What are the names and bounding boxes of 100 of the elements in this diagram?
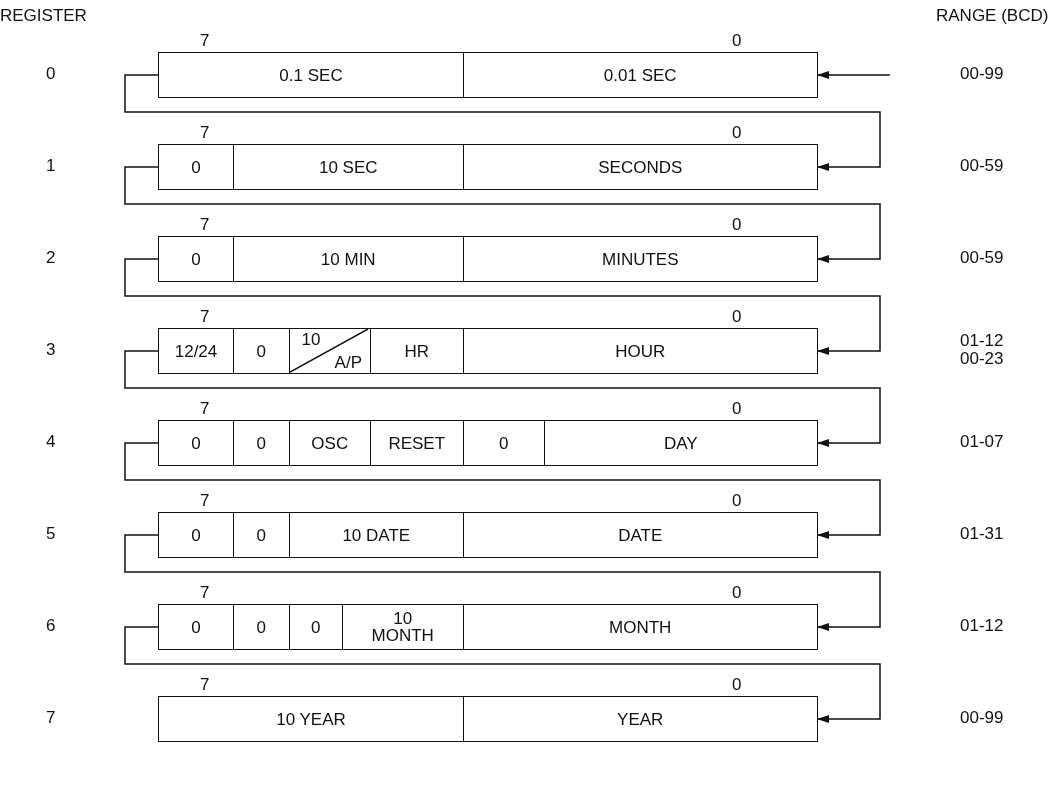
arrow [124,258,881,355]
arrow [124,350,881,447]
register-field [232,236,464,282]
field-label: DATE [618,526,663,544]
register-field [369,328,464,374]
field-label: HOUR [615,342,666,360]
field-label: HR [404,342,430,360]
field-label: 10 MONTH [371,610,434,644]
register-field [158,604,234,650]
field-label: 10 DATE [342,526,411,544]
field-label: 10 SEC [318,158,378,176]
bit-number: 7 [200,123,210,143]
bit-number: 0 [732,491,742,511]
range-value: 00-59 [960,156,1004,176]
bit-number: 0 [732,215,742,235]
bit-number: 7 [200,307,210,327]
register-field [462,52,818,98]
bit-number: 7 [200,675,210,695]
register-field [462,696,818,742]
register-number: 3 [46,340,56,360]
register-field [232,144,464,190]
register-number: 2 [46,248,56,268]
field-label: YEAR [617,710,664,728]
column-heading: REGISTER [0,6,87,26]
register-field [288,604,343,650]
field-label: 0 [191,434,201,452]
range-value: 00-99 [960,708,1004,728]
field-label: 0 [191,158,201,176]
arrow [124,534,881,631]
field-label: 0 [191,526,201,544]
bit-number: 0 [732,675,742,695]
register-field [232,512,290,558]
register-field [158,52,464,98]
register-field [158,696,464,742]
arrow [124,626,881,723]
register-field [462,512,818,558]
register-field [462,328,818,374]
bit-number: 0 [732,399,742,419]
field-label: 0 [311,618,321,636]
register-field [341,604,464,650]
bit-number: 7 [200,215,210,235]
field-label: 0 [191,618,201,636]
bit-number: 7 [200,31,210,51]
field-label: 0 [191,250,201,268]
range-value: 01-31 [960,524,1004,544]
bit-number: 7 [200,583,210,603]
column-heading: RANGE (BCD) [936,6,1049,26]
field-label: 0 [256,526,266,544]
register-field [158,236,234,282]
field-label: DAY [663,434,698,452]
arrow [124,442,881,539]
field-label: MONTH [609,618,672,636]
range-value: 01-12 [960,331,1004,351]
field-label: MINUTES [602,250,679,268]
register-field [232,604,290,650]
register-field [288,512,464,558]
range-value: 01-12 [960,616,1004,636]
field-label: 0.1 SEC [279,66,343,84]
field-label: 0 [256,342,266,360]
bit-number: 0 [732,123,742,143]
arrow [124,74,881,171]
range-value: 00-23 [960,349,1004,369]
field-label: 10 [301,331,321,348]
field-label: SECONDS [598,158,683,176]
bit-number: 7 [200,491,210,511]
register-field [462,144,818,190]
register-field [369,420,464,466]
field-label: 0 [256,618,266,636]
bit-number: 0 [732,307,742,327]
field-label: A/P [334,354,362,371]
field-label: OSC [311,434,349,452]
register-field [158,420,234,466]
register-field [288,420,371,466]
field-label: 10 YEAR [276,710,346,728]
arrow [124,166,881,263]
range-value: 00-99 [960,64,1004,84]
arrow [817,71,891,79]
field-label: RESET [388,434,446,452]
register-field [462,236,818,282]
field-label: 0 [499,434,509,452]
bit-number: 0 [732,583,742,603]
register-number: 5 [46,524,56,544]
register-number: 4 [46,432,56,452]
field-label: 0.01 SEC [603,66,677,84]
register-field [462,420,545,466]
register-number: 7 [46,708,56,728]
field-label: 0 [256,434,266,452]
register-number: 1 [46,156,56,176]
bit-number: 0 [732,31,742,51]
register-number: 0 [46,64,56,84]
register-field [158,512,234,558]
bit-number: 7 [200,399,210,419]
register-field [543,420,818,466]
field-label: 10 MIN [320,250,376,268]
register-field [158,328,234,374]
register-field [232,420,290,466]
field-label: 12/24 [174,342,218,360]
register-field [462,604,818,650]
register-field [158,144,234,190]
register-field [232,328,290,374]
